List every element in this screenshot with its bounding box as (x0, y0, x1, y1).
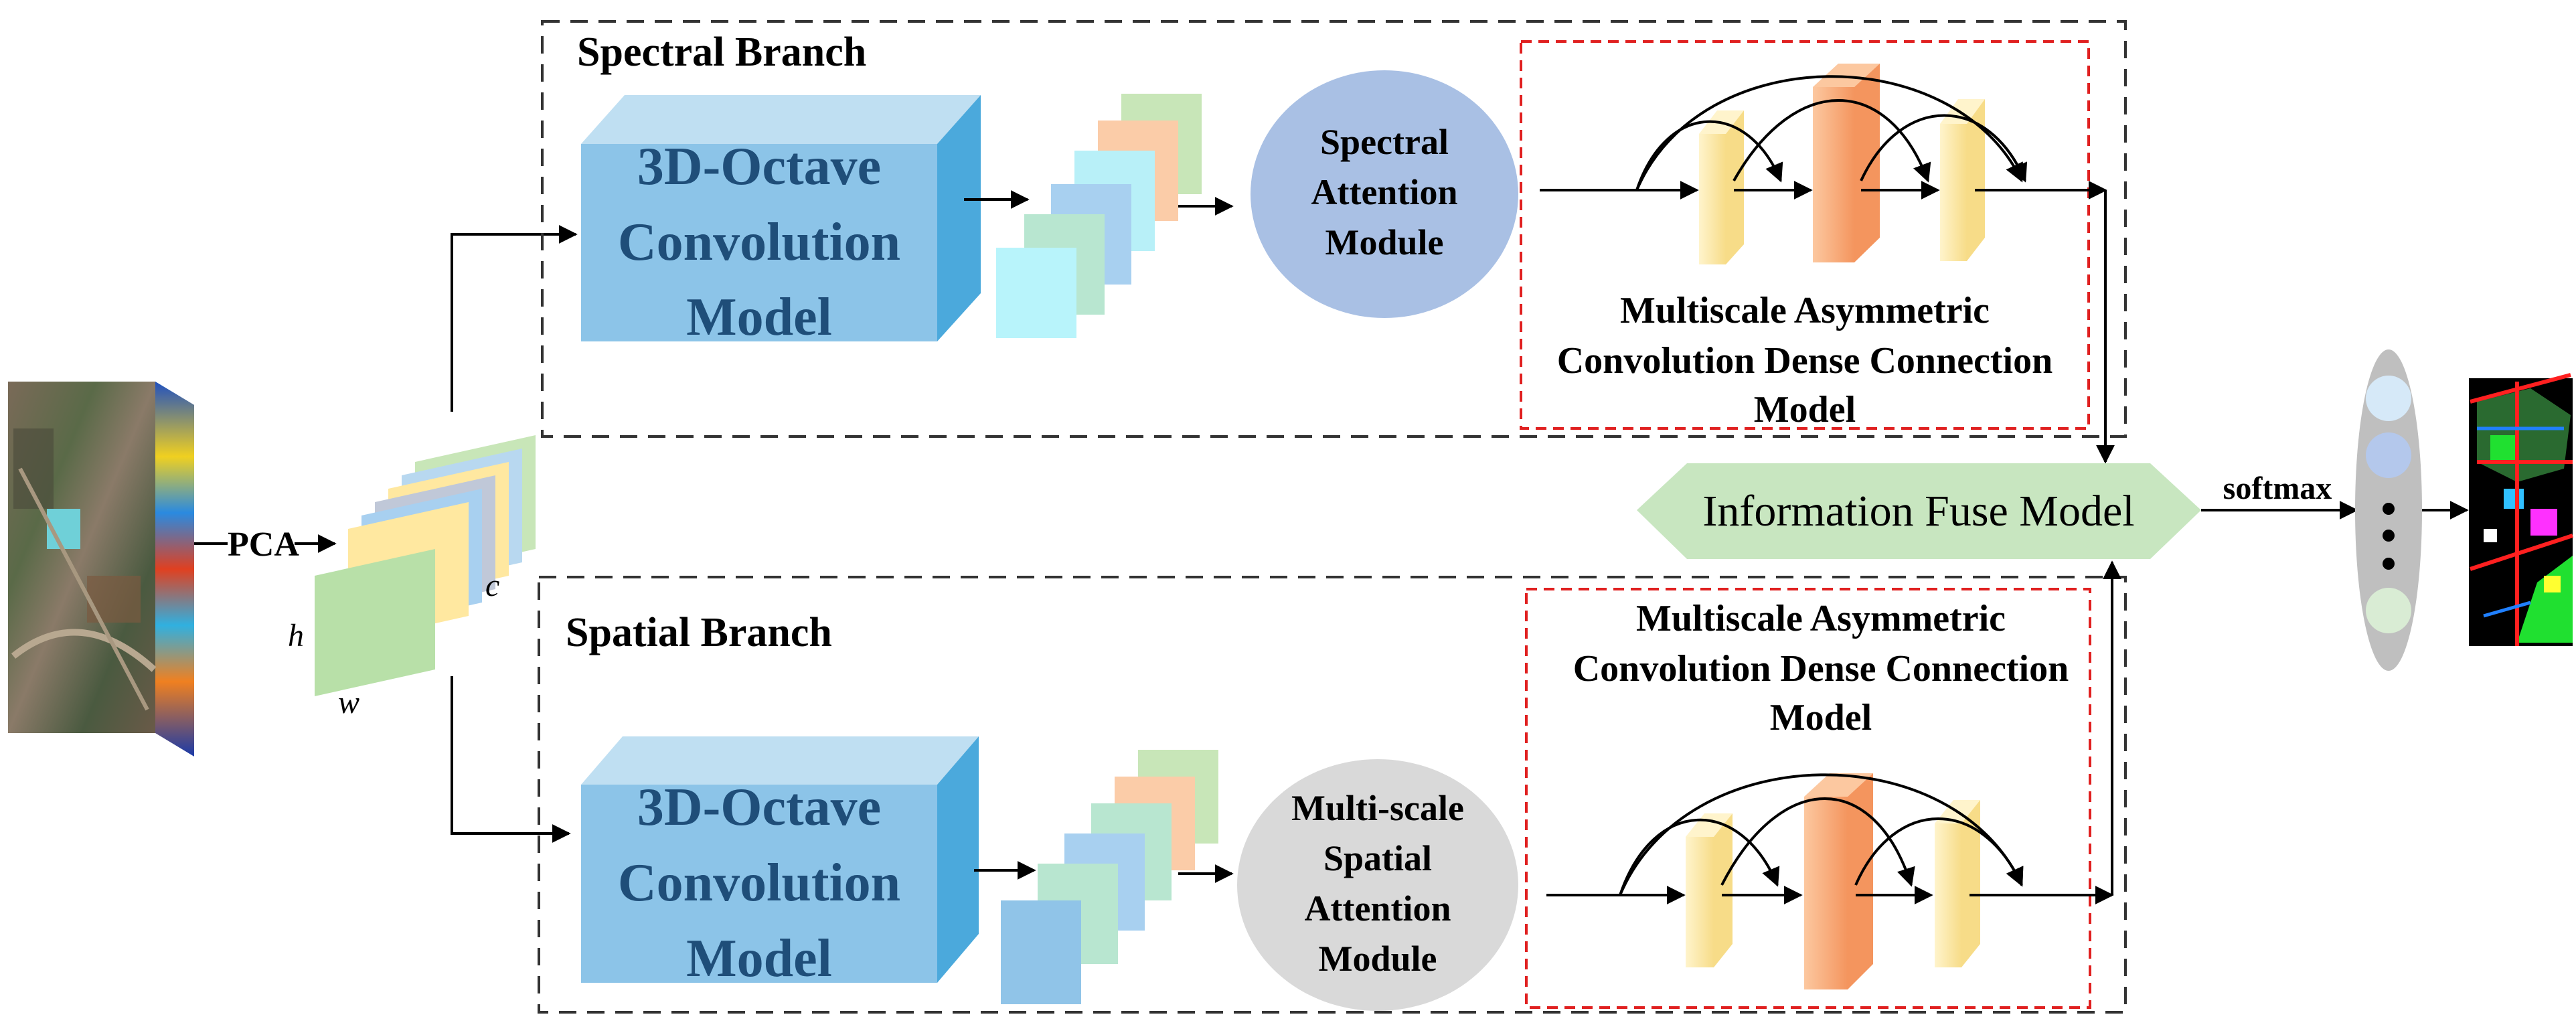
spectral-branch-title: Spectral Branch (577, 29, 866, 75)
spatial-attention-line1: Multi-scale (1291, 788, 1464, 828)
spatial-skip-4 (1854, 817, 2024, 887)
arrow-to-spatial (451, 676, 571, 843)
spatial-octave-conv-cube: 3D-Octave Convolution Model (581, 736, 979, 988)
spectral-octave-line3: Model (686, 288, 832, 347)
spatial-skip-2 (1619, 773, 2024, 896)
dim-h-label: h (288, 618, 304, 653)
spatial-attention-line4: Module (1318, 939, 1437, 979)
output-node-1 (2366, 376, 2411, 421)
spectral-dense-border (1520, 40, 2090, 430)
spectral-attention-ellipse (1251, 70, 1518, 318)
spatial-skip-1 (1619, 818, 1780, 896)
spatial-dense-line2: Convolution Dense Connection (1573, 648, 2069, 690)
spatial-dense-connection-module: Multiscale Asymmetric Convolution Dense … (1525, 588, 2114, 1009)
classification-map (2469, 373, 2573, 646)
information-fuse-label: Information Fuse Model (1702, 487, 2134, 536)
spatial-dense-border (1525, 588, 2091, 1009)
softmax-label: softmax (2223, 471, 2332, 506)
spatial-attention-line2: Spatial (1323, 838, 1432, 878)
spectral-dense-slab-3 (1940, 124, 1967, 261)
spectral-attention-line2: Attention (1311, 172, 1458, 212)
spectral-octave-line1: 3D-Octave (637, 137, 881, 196)
spectral-branch: Spectral Branch 3D-Octave Convolution Mo… (541, 20, 2127, 438)
spectral-branch-border (541, 20, 2127, 438)
spectral-dense-line1: Multiscale Asymmetric (1620, 290, 1990, 331)
spatial-dense-line3: Model (1770, 697, 1872, 738)
output-ellipsis-dot-2 (2383, 530, 2395, 542)
spectral-octave-conv-cube: 3D-Octave Convolution Model (581, 95, 981, 347)
spatial-octave-line1: 3D-Octave (637, 778, 881, 837)
spectral-dense-line3: Model (1754, 389, 1856, 430)
output-ellipsis-dot-1 (2383, 503, 2395, 515)
output-layer (2355, 349, 2422, 671)
output-ellipsis-dot-3 (2383, 558, 2395, 570)
spatial-octave-line3: Model (686, 929, 832, 988)
arrow-to-spectral (451, 225, 578, 412)
output-node-3 (2366, 588, 2411, 633)
spatial-feature-stack (1001, 750, 1218, 1004)
spectral-feature-stack (996, 94, 1202, 338)
spectral-skip-1 (1635, 120, 1783, 191)
spectral-octave-line2: Convolution (618, 213, 900, 272)
spectral-attention-line3: Module (1325, 222, 1443, 262)
spatial-dense-slab-2 (1804, 797, 1848, 989)
spectral-dense-connection-module: Multiscale Asymmetric Convolution Dense … (1520, 40, 2107, 430)
spatial-dense-slab-3 (1935, 823, 1961, 967)
spectral-dense-slab-2 (1813, 87, 1854, 262)
input-hyperspectral-cube (8, 382, 194, 757)
spectral-skip-3 (1733, 99, 1931, 183)
spatial-branch-title: Spatial Branch (566, 610, 832, 655)
output-node-2 (2366, 432, 2411, 478)
spatial-dense-slab-1 (1686, 837, 1714, 967)
spectral-skip-2 (1635, 75, 2023, 191)
pca-feature-stack (315, 435, 536, 696)
spatial-attention-line3: Attention (1305, 888, 1451, 929)
spatial-branch-border (538, 576, 2127, 1014)
spectral-dense-line2: Convolution Dense Connection (1557, 340, 2053, 382)
pca-label: PCA (228, 526, 299, 564)
spatial-attention-ellipse (1237, 759, 1518, 1011)
spectral-attention-line1: Spectral (1320, 122, 1449, 162)
spectral-dense-slab-1 (1699, 134, 1726, 264)
spatial-octave-line2: Convolution (618, 854, 900, 912)
spatial-dense-line1: Multiscale Asymmetric (1636, 598, 2006, 639)
spatial-skip-3 (1720, 797, 1915, 887)
dim-w-label: w (338, 685, 359, 720)
information-fuse-hexagon (1637, 463, 2201, 559)
spectral-skip-4 (1860, 114, 2028, 183)
spatial-branch: Spatial Branch 3D-Octave Convolution Mod… (538, 576, 2127, 1014)
dim-c-label: c (485, 568, 499, 603)
